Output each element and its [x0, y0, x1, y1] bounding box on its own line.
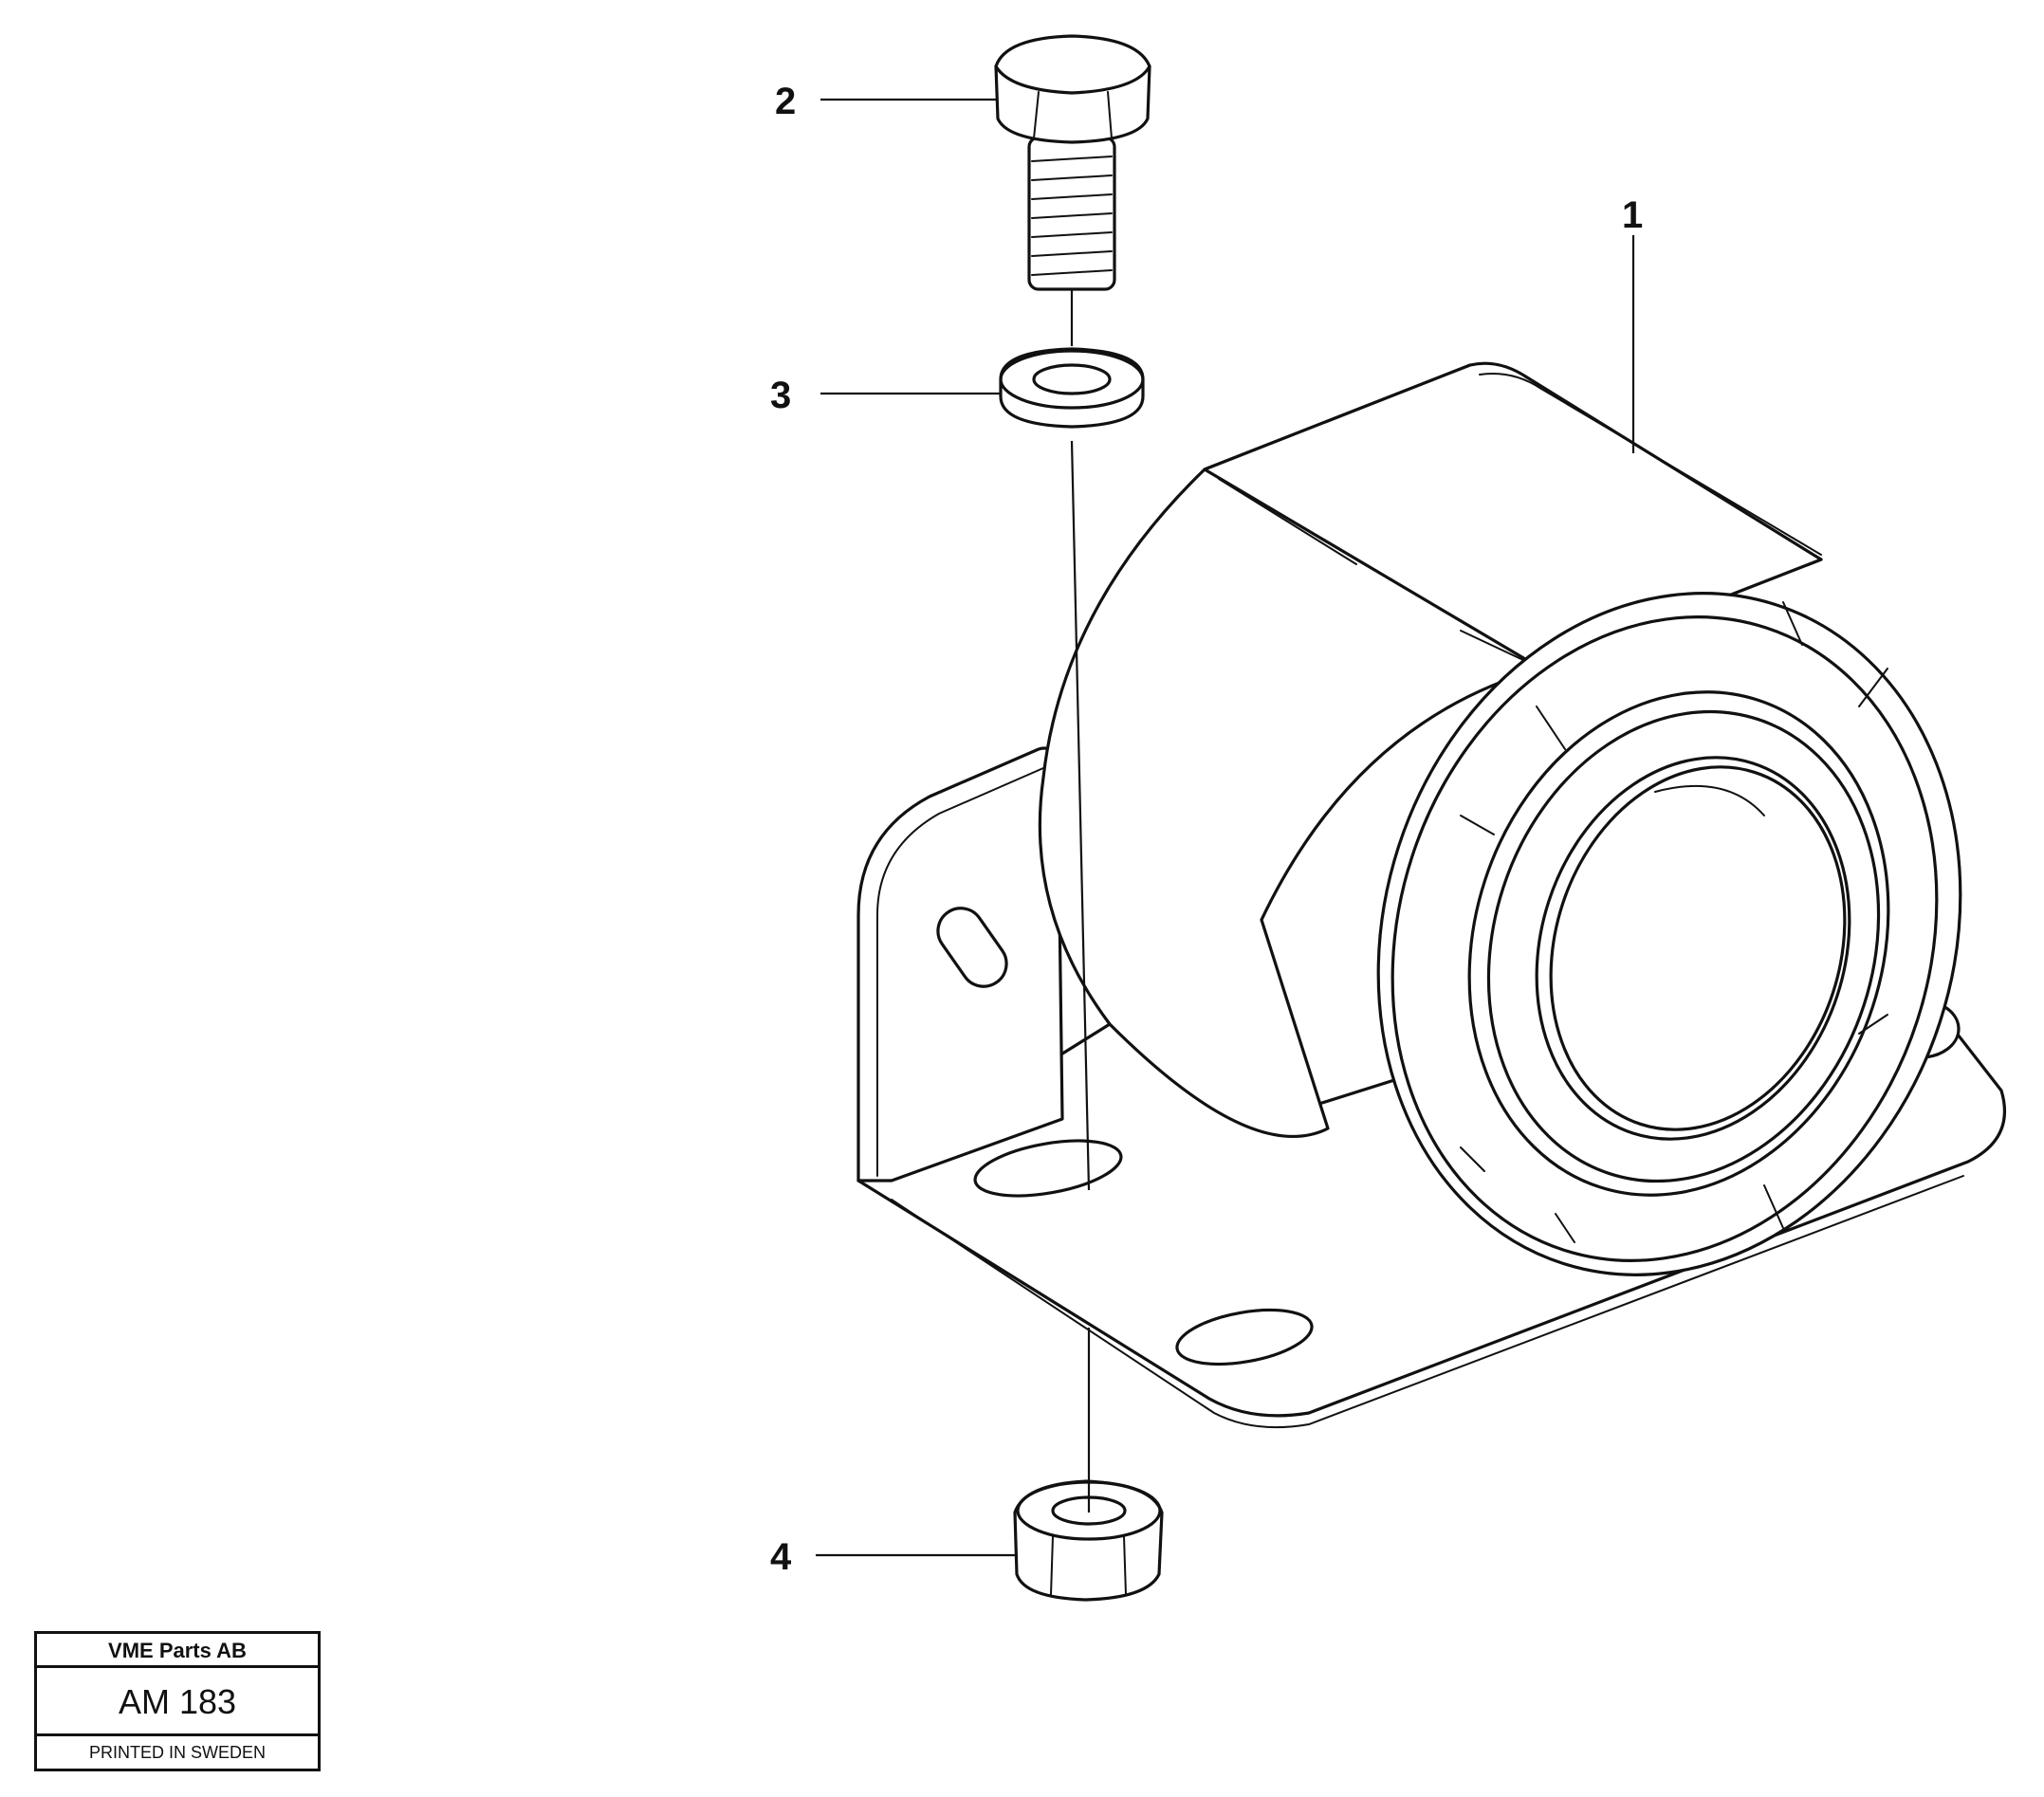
title-block: VME Parts AB AM 183 PRINTED IN SWEDEN [34, 1631, 321, 1771]
washer [999, 347, 1145, 429]
bolt [994, 34, 1151, 291]
title-block-printed: PRINTED IN SWEDEN [88, 1743, 266, 1762]
title-block-company: VME Parts AB [37, 1634, 318, 1668]
title-block-code: AM 183 [37, 1668, 318, 1736]
callout-label-3: 3 [770, 375, 791, 416]
callout-label-4: 4 [770, 1536, 792, 1578]
alarm-housing [1038, 361, 1962, 1276]
nut [1013, 1479, 1164, 1602]
callout-label-1: 1 [1622, 194, 1643, 236]
assembly-axis-line [1070, 289, 1091, 1513]
callout-label-2: 2 [775, 81, 796, 122]
